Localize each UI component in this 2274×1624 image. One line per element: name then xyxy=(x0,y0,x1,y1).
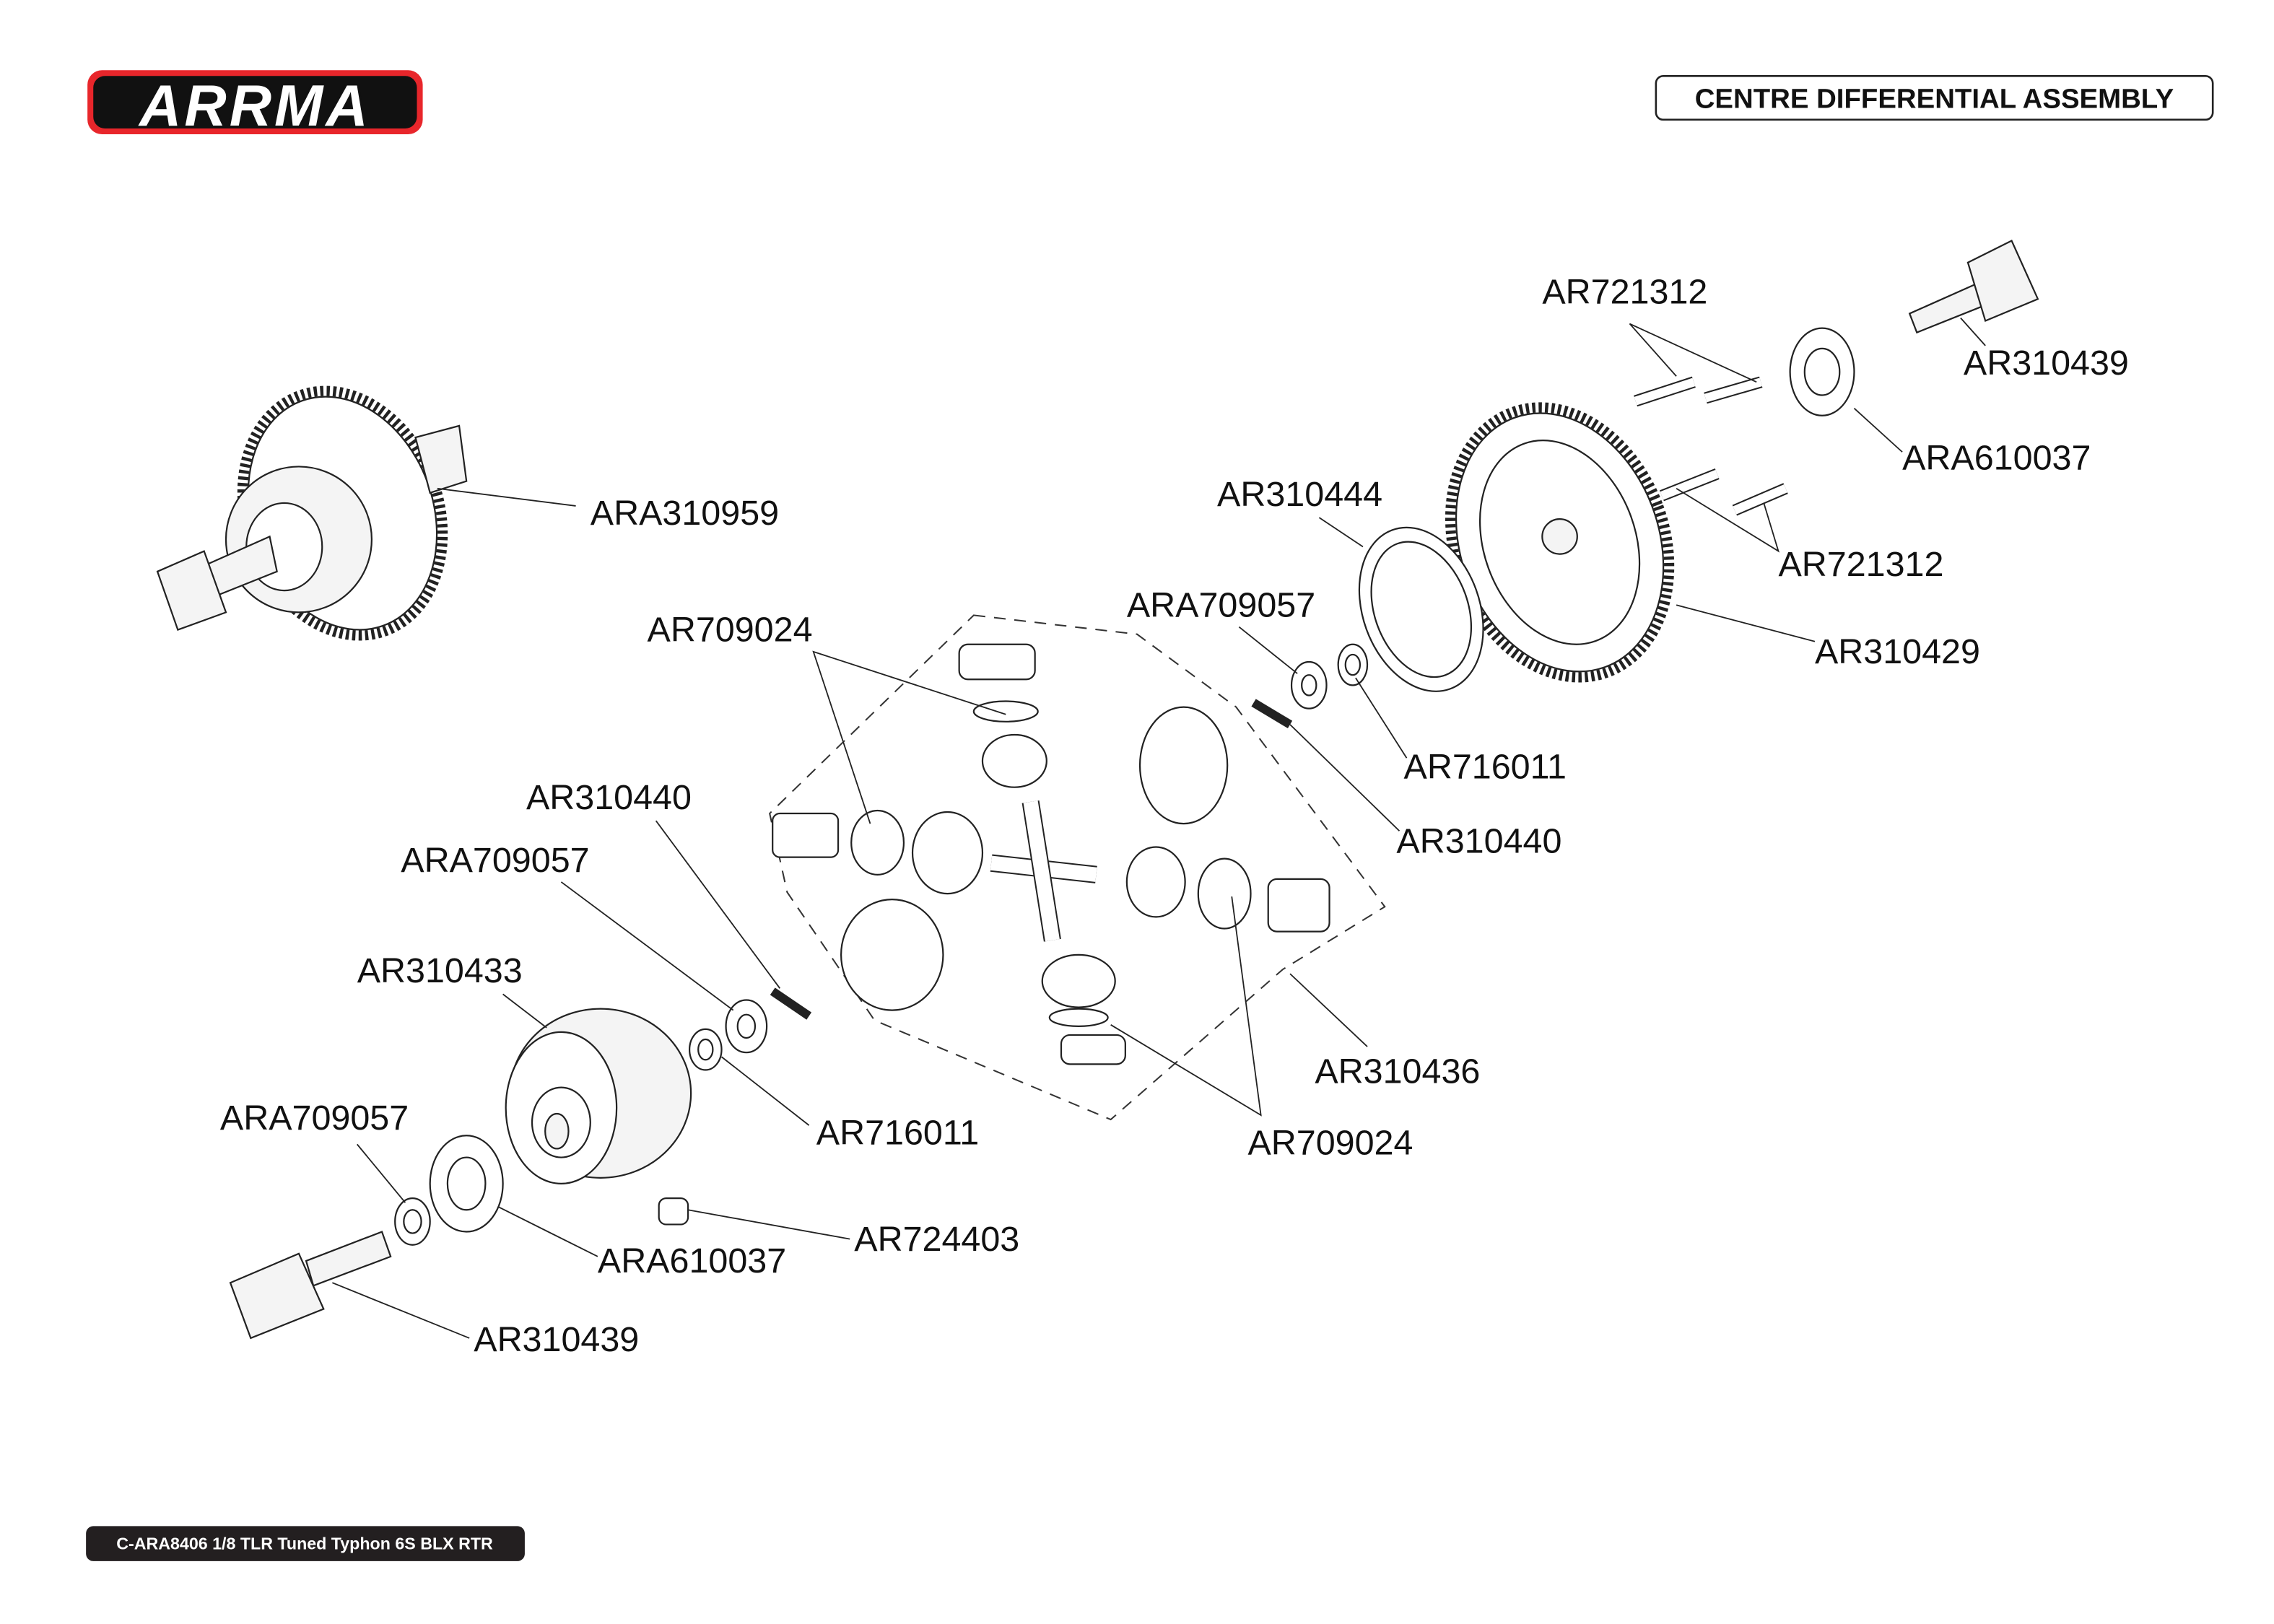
arrma-logo: ARRMA xyxy=(87,70,423,141)
bushing xyxy=(658,1197,689,1226)
label-AR721312-bottom: AR721312 xyxy=(1778,545,1943,584)
logo-text: ARRMA xyxy=(138,74,371,139)
label-AR310444: AR310444 xyxy=(1217,475,1382,514)
label-AR310429: AR310429 xyxy=(1815,632,1980,671)
label-ARA709057-left: ARA709057 xyxy=(220,1099,409,1138)
label-AR724403: AR724403 xyxy=(854,1220,1019,1259)
label-AR721312-top: AR721312 xyxy=(1542,272,1707,311)
outdrive xyxy=(229,1231,392,1340)
diff-internal-parts xyxy=(772,643,1330,1065)
label-AR310439-left: AR310439 xyxy=(474,1320,639,1359)
spur-gear xyxy=(1445,402,1675,683)
label-ARA709057-mid: ARA709057 xyxy=(401,841,589,880)
leader-lines xyxy=(332,317,1986,1339)
label-AR310436: AR310436 xyxy=(1315,1052,1480,1091)
part-labels: ARA310959 AR721312 AR310439 ARA610037 AR… xyxy=(220,272,2129,1359)
label-ARA310959: ARA310959 xyxy=(591,494,779,533)
label-AR709024-bottom: AR709024 xyxy=(1247,1124,1413,1163)
title-text: CENTRE DIFFERENTIAL ASSEMBLY xyxy=(1695,84,2174,115)
outdrive xyxy=(1908,239,2039,334)
label-AR310440-right: AR310440 xyxy=(1396,822,1561,861)
label-AR310440-left: AR310440 xyxy=(526,778,692,817)
label-AR716011-left: AR716011 xyxy=(816,1113,979,1152)
label-AR716011-right: AR716011 xyxy=(1404,748,1567,787)
label-AR310433: AR310433 xyxy=(357,951,523,990)
footer-badge: C-ARA8406 1/8 TLR Tuned Typhon 6S BLX RT… xyxy=(86,1526,525,1561)
label-AR709024-top: AR709024 xyxy=(648,611,813,650)
page-title: CENTRE DIFFERENTIAL ASSEMBLY xyxy=(1655,74,2214,121)
label-ARA610037-left: ARA610037 xyxy=(598,1241,786,1280)
label-ARA610037-right: ARA610037 xyxy=(1902,438,2091,477)
assembled-differential xyxy=(156,385,468,641)
label-ARA709057-right: ARA709057 xyxy=(1127,585,1315,624)
screws xyxy=(1634,376,1788,516)
diff-case xyxy=(505,1008,692,1185)
label-AR310439-right: AR310439 xyxy=(1964,344,2129,383)
footer-text: C-ARA8406 1/8 TLR Tuned Typhon 6S BLX RT… xyxy=(116,1534,493,1553)
